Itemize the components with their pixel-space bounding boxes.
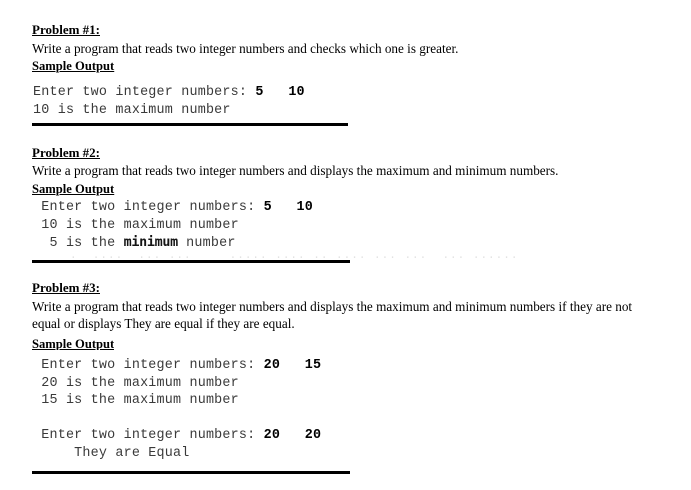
- scan-artifact-smudge: . .... ... ... ..... .... .. .... ... ..…: [70, 250, 519, 262]
- problem-block-3: Problem #3:: [32, 280, 100, 295]
- sample-output-label-2: Sample Output: [32, 182, 115, 196]
- console-prompt-1-1: Enter two integer numbers:: [33, 85, 256, 100]
- section-divider-2: [32, 260, 350, 263]
- problem-description-1: Write a program that reads two integer n…: [32, 41, 459, 56]
- console-input-1-1: 5 10: [255, 85, 305, 100]
- console-prompt-3-1: Enter two integer numbers:: [33, 358, 264, 373]
- console-prompt-2-1: Enter two integer numbers:: [33, 200, 264, 215]
- console-line-2-3-emphasis: minimum: [123, 235, 179, 250]
- console-output-1: Enter two integer numbers: 5 10 10 is th…: [33, 84, 305, 119]
- console-line-2-3-after: number: [177, 236, 236, 251]
- problem-description-3: Write a program that reads two integer n…: [32, 299, 633, 331]
- problem-block-1: Problem #1:: [32, 22, 100, 37]
- problem-heading-1: Problem #1:: [32, 22, 100, 37]
- console-line-3-2: 20 is the maximum number: [33, 375, 239, 391]
- console-output-2: Enter two integer numbers: 5 10 10 is th…: [33, 199, 313, 253]
- problem-block-2: Problem #2:: [32, 145, 100, 160]
- section-divider-3: [32, 471, 350, 474]
- console-line-1-2: 10 is the maximum number: [33, 102, 231, 118]
- problem-heading-3: Problem #3:: [32, 280, 100, 295]
- console-line-3-3: 15 is the maximum number: [33, 393, 239, 408]
- sample-output-label-3: Sample Output: [32, 337, 115, 350]
- console-prompt-3-5: Enter two integer numbers:: [33, 428, 264, 443]
- console-input-3-1: 20 15: [263, 358, 322, 373]
- console-line-2-2: 10 is the maximum number: [33, 217, 239, 233]
- console-input-2-1: 5 10: [263, 200, 314, 215]
- console-line-3-6: They are Equal: [33, 445, 190, 461]
- sample-output-label-1: Sample Output: [32, 59, 115, 73]
- problem-description-2: Write a program that reads two integer n…: [32, 163, 559, 178]
- console-line-2-3-before: 5 is the: [33, 236, 124, 251]
- console-output-3: Enter two integer numbers: 20 15 20 is t…: [33, 357, 321, 462]
- section-divider-1: [32, 123, 348, 126]
- console-input-3-5: 20 20: [263, 428, 322, 443]
- problem-heading-2: Problem #2:: [32, 145, 100, 160]
